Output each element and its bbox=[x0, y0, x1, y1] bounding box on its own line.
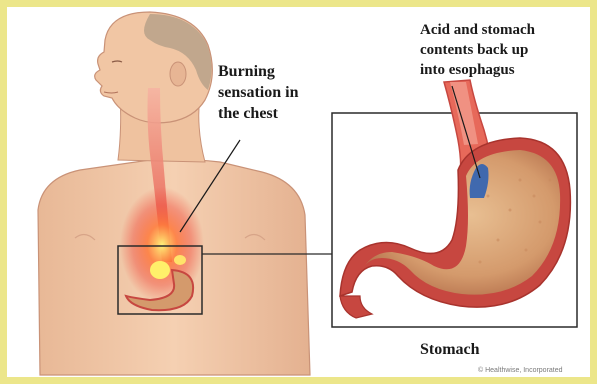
acid-label-line3: into esophagus bbox=[420, 62, 515, 78]
credit-text: © Healthwise, Incorporated bbox=[478, 366, 563, 374]
acid-label-line2: contents back up bbox=[420, 42, 528, 58]
burning-label-line1: Burning bbox=[218, 63, 275, 80]
burning-label-line3: the chest bbox=[218, 105, 279, 122]
stomach-label: Stomach bbox=[420, 341, 480, 358]
acid-label-line1: Acid and stomach bbox=[420, 22, 536, 38]
burning-label-line2: sensation in bbox=[218, 84, 299, 101]
